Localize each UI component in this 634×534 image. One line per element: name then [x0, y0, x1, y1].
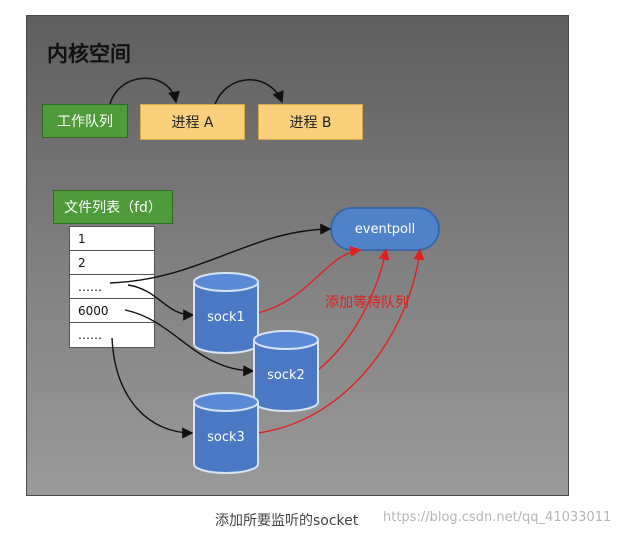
fd-row: 2	[70, 251, 154, 275]
process-a-box: 进程 A	[140, 104, 245, 140]
arrow-sock2-to-eventpoll	[317, 248, 390, 371]
fd-table-title: 文件列表（fd）	[53, 190, 173, 224]
add-wait-queue-label: 添加等待队列	[325, 295, 409, 311]
arrow-fd-to-sock3	[111, 337, 194, 439]
arrow-fd-to-eventpoll	[109, 223, 332, 284]
work-queue-box: 工作队列	[42, 104, 128, 138]
arrow-a-to-b	[214, 79, 284, 105]
arrow-work-to-a	[109, 77, 180, 105]
sock1-cylinder: sock1	[193, 272, 259, 354]
sock1-label: sock1	[207, 310, 245, 325]
sock2-cylinder: sock2	[253, 330, 319, 412]
sock3-label: sock3	[207, 430, 245, 445]
arrow-fd-to-sock2	[124, 309, 255, 377]
fd-row: 6000	[70, 299, 154, 323]
watermark-url: https://blog.csdn.net/qq_41033011	[383, 510, 612, 525]
fd-table: 1 2 …… 6000 ……	[69, 226, 155, 348]
diagram-title: 内核空间	[47, 42, 131, 66]
process-b-box: 进程 B	[258, 104, 363, 140]
figure-caption: 添加所要监听的socket	[215, 513, 359, 529]
arrow-sock3-to-eventpoll	[257, 248, 425, 434]
fd-row: 1	[70, 227, 154, 251]
fd-row: ……	[78, 328, 102, 342]
arrow-fd-to-sock1	[127, 284, 195, 321]
sock2-label: sock2	[267, 368, 305, 383]
fd-row: ……	[70, 275, 154, 299]
arrow-sock1-to-eventpoll	[257, 245, 362, 314]
sock3-cylinder: sock3	[193, 392, 259, 474]
